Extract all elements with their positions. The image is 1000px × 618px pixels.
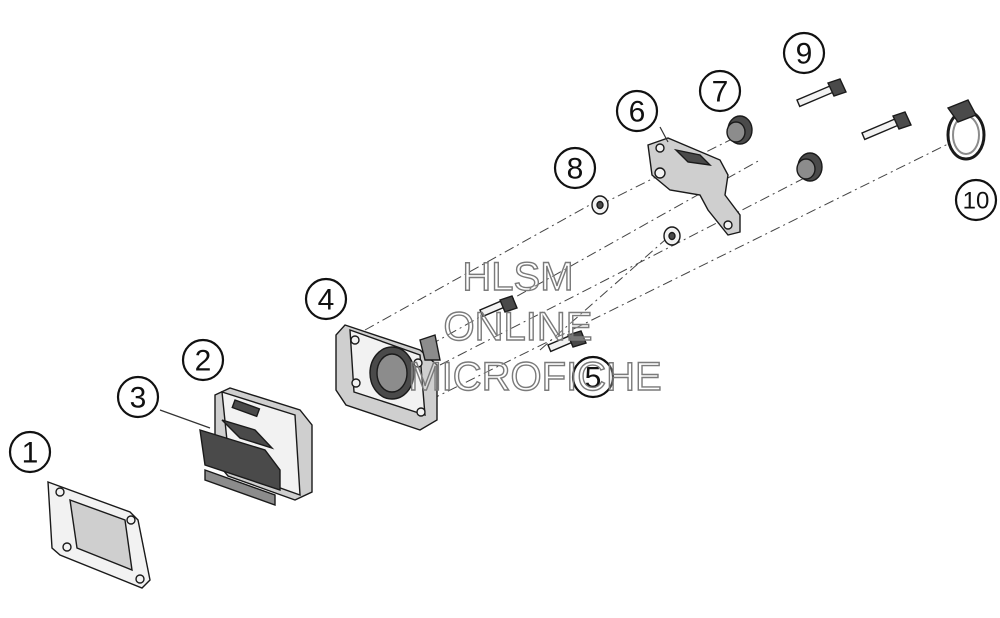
callout-9-label: 9 (796, 38, 813, 71)
callout-7: 7 (698, 69, 742, 113)
watermark-line-1: HLSM (462, 255, 573, 299)
callout-1-label: 1 (22, 437, 39, 470)
callout-5: 5 (571, 355, 615, 399)
reed-valve-part (199, 387, 313, 506)
alignment-line-upper (364, 201, 596, 331)
callout-2-label: 2 (195, 345, 212, 378)
alignment-line-mid-2 (439, 169, 821, 366)
grommet-part (726, 115, 823, 182)
alignment-line-top (599, 139, 731, 206)
watermark: HLSM ONLINE MICROFICHE (408, 254, 663, 399)
leader-line-6 (659, 126, 669, 143)
callout-8-label: 8 (567, 153, 584, 186)
gasket-part (47, 480, 151, 589)
bracket-part (647, 137, 741, 236)
callout-1: 1 (8, 430, 52, 474)
callout-5-label: 5 (585, 362, 602, 395)
callout-4: 4 (304, 277, 348, 321)
callout-3-label: 3 (130, 382, 147, 415)
callout-4-label: 4 (318, 284, 335, 317)
callout-6-label: 6 (629, 96, 646, 129)
bushing-part (591, 195, 681, 246)
callout-8: 8 (553, 146, 597, 190)
callout-6: 6 (615, 89, 659, 133)
leader-line-3 (159, 409, 211, 429)
leader-lines (159, 126, 669, 429)
watermark-line-2: ONLINE (444, 305, 593, 349)
alignment-line-short (539, 239, 666, 351)
bolt-part-9 (796, 78, 912, 141)
hose-clamp-part (946, 99, 986, 161)
callout-10: 10 (954, 178, 998, 222)
callout-9: 9 (782, 31, 826, 75)
callout-3: 3 (116, 375, 160, 419)
intake-flange-part (335, 324, 441, 431)
callout-7-label: 7 (712, 76, 729, 109)
callout-10-label: 10 (963, 188, 990, 215)
watermark-line-3: MICROFICHE (408, 355, 661, 399)
alignment-line-lower (429, 142, 951, 401)
bolt-part-5 (479, 295, 587, 353)
callout-2: 2 (181, 338, 225, 382)
